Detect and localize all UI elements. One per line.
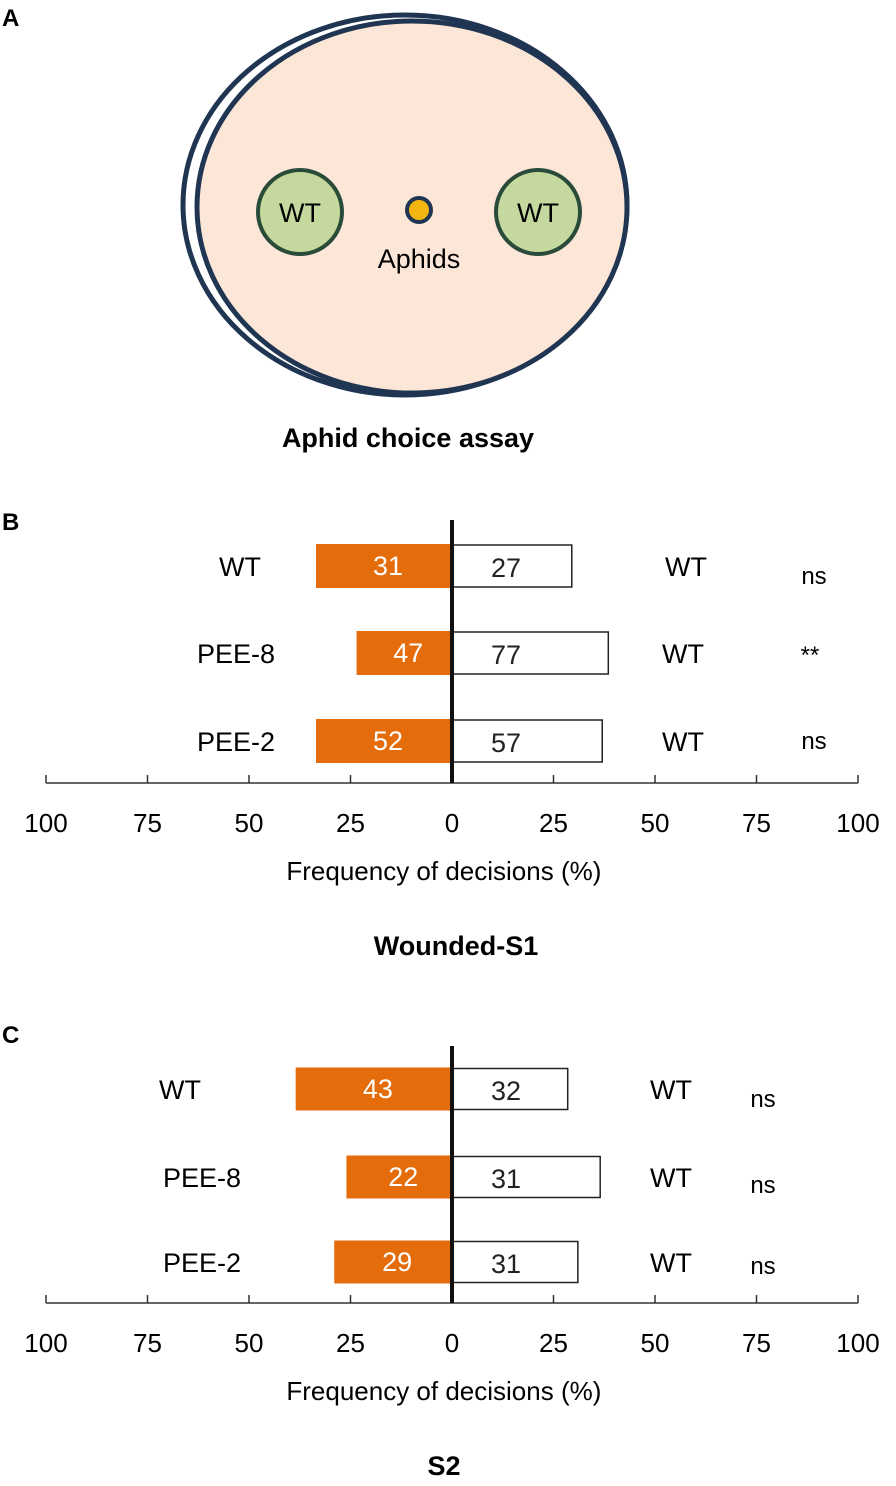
panel-b-row-right-label: WT xyxy=(662,639,704,669)
panel-c-bar-right-count: 31 xyxy=(491,1164,521,1194)
left-plant-disc xyxy=(256,168,344,256)
panel-c-bar-left xyxy=(295,1067,452,1111)
left-plant-label: WT xyxy=(279,198,321,228)
panel-b-x-tick-label: 0 xyxy=(445,808,459,838)
panel-b-bar-left xyxy=(315,544,452,588)
aphids-label: Aphids xyxy=(378,244,461,274)
panel-c-bar-right-count: 32 xyxy=(491,1076,521,1106)
panel-b-bar-left-count: 47 xyxy=(393,638,423,668)
panel-c-x-tick-label: 75 xyxy=(133,1328,162,1358)
panel-b-bar-left xyxy=(356,631,452,675)
panel-c-row-right-label: WT xyxy=(650,1248,692,1278)
panel-b-row-left-label: PEE-2 xyxy=(197,727,275,757)
panel-a-title: Aphid choice assay xyxy=(282,423,534,453)
panel-a: A WT WT Aphids Aphid choice assay xyxy=(2,5,630,453)
panel-b-significance-label: ns xyxy=(801,563,826,590)
panel-c-bar-left-count: 43 xyxy=(363,1074,393,1104)
panel-c-x-tick-label: 50 xyxy=(641,1328,670,1358)
panel-c-letter: C xyxy=(2,1022,19,1049)
panel-b-x-tick-label: 50 xyxy=(641,808,670,838)
panel-b-significance-label: ** xyxy=(801,642,820,669)
panel-c-bar-right xyxy=(451,1155,601,1199)
panel-c-bar-left-count: 29 xyxy=(382,1247,412,1277)
panel-c-row-right-label: WT xyxy=(650,1163,692,1193)
panel-b-bar-left-count: 31 xyxy=(373,551,403,581)
panel-b-x-tick-label: 50 xyxy=(235,808,264,838)
panel-b-title: Wounded-S1 xyxy=(374,931,539,961)
panel-c-x-tick-label: 100 xyxy=(24,1328,67,1358)
panel-c-x-tick-label: 100 xyxy=(836,1328,879,1358)
panel-c-x-tick-label: 25 xyxy=(539,1328,568,1358)
panel-c-bar-right-count: 31 xyxy=(491,1249,521,1279)
panel-c-significance-label: ns xyxy=(750,1253,775,1280)
panel-b-bar-left xyxy=(315,719,452,763)
panel-c-bar-right xyxy=(451,1067,569,1111)
panel-b-bar-right xyxy=(451,544,573,588)
panel-b-bar-right-count: 57 xyxy=(491,728,521,758)
panel-c-bar-left xyxy=(334,1240,452,1284)
panel-c-significance-label: ns xyxy=(750,1172,775,1199)
panel-b-row-left-label: WT xyxy=(219,552,261,582)
panel-b-bar-right-count: 77 xyxy=(491,640,521,670)
panel-b-row-right-label: WT xyxy=(665,552,707,582)
panel-b-significance-label: ns xyxy=(801,728,826,755)
panel-b-chart: B Wounded-S1 100 75 50 25 0 25 50 75 100Frequenc… xyxy=(2,509,880,961)
panel-b-row-left-label: PEE-8 xyxy=(197,639,275,669)
panel-c-bar-left-count: 22 xyxy=(388,1162,418,1192)
panel-c-x-tick-label: 0 xyxy=(445,1328,459,1358)
panel-c-x-tick-label: 50 xyxy=(235,1328,264,1358)
panel-c-row-right-label: WT xyxy=(650,1075,692,1105)
panel-c-row-left-label: PEE-2 xyxy=(163,1248,241,1278)
panel-c-x-tick-label: 25 xyxy=(336,1328,365,1358)
panel-c-title: S2 xyxy=(427,1451,460,1481)
panel-b-x-tick-label: 25 xyxy=(539,808,568,838)
panel-b-x-tick-label: 75 xyxy=(133,808,162,838)
panel-c-significance-label: ns xyxy=(750,1086,775,1113)
panel-b-x-tick-label: 100 xyxy=(24,808,67,838)
panel-b-x-tick-label: 25 xyxy=(336,808,365,838)
panel-b-x-tick-label: 75 xyxy=(742,808,771,838)
panel-b-bar-right-count: 27 xyxy=(491,553,521,583)
panel-b-bar-left-count: 52 xyxy=(373,726,403,756)
panel-b-row-right-label: WT xyxy=(662,727,704,757)
panel-c-bar-right xyxy=(451,1240,579,1284)
panel-b-bar-right xyxy=(451,719,603,763)
panel-b-letter: B xyxy=(2,509,19,536)
panel-b-bar-right xyxy=(451,631,610,675)
panel-a-letter: A xyxy=(2,5,19,32)
right-plant-disc xyxy=(494,168,582,256)
panel-c-row-left-label: WT xyxy=(159,1075,201,1105)
panel-c-row-left-label: PEE-8 xyxy=(163,1163,241,1193)
panel-c-bar-left xyxy=(346,1155,452,1199)
panel-c-x-tick-label: 75 xyxy=(742,1328,771,1358)
right-plant-label: WT xyxy=(517,198,559,228)
panel-b-x-tick-label: 100 xyxy=(836,808,879,838)
panel-c-x-axis-label: Frequency of decisions (%) xyxy=(286,1376,601,1406)
panel-b-x-axis-label: Frequency of decisions (%) xyxy=(286,856,601,886)
aphid-release-point xyxy=(405,196,433,224)
